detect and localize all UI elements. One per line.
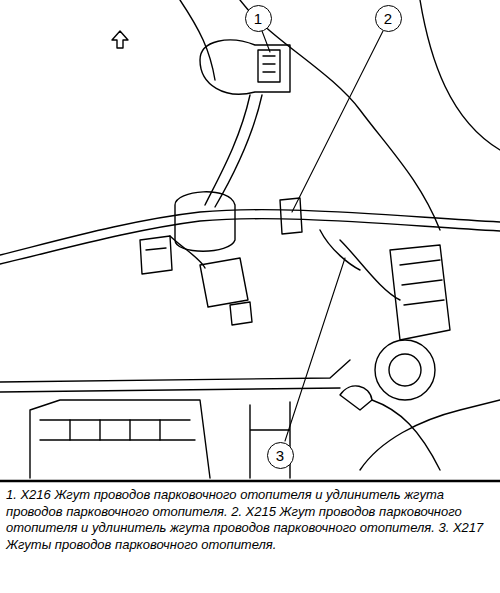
panel-edge xyxy=(420,0,500,150)
plug xyxy=(230,302,252,325)
separator-rule xyxy=(0,480,500,482)
connector-x216 xyxy=(200,40,290,94)
callout-circle: 3 xyxy=(267,442,294,469)
fuse-box xyxy=(40,420,195,440)
connector-x217 xyxy=(400,260,444,305)
connector-x217 xyxy=(340,240,400,300)
figure-caption: 1. X216 Жгут проводов парковочного отопи… xyxy=(6,487,492,553)
leader-line xyxy=(285,258,345,441)
connector-x215 xyxy=(280,198,302,234)
plug xyxy=(170,236,205,268)
callout-circle: 2 xyxy=(375,5,402,32)
leader-line xyxy=(292,31,383,212)
connector-x217 xyxy=(390,245,450,340)
connector-x215 xyxy=(175,192,235,251)
clip xyxy=(340,386,372,410)
panel-edge xyxy=(0,388,340,392)
panel-edge xyxy=(360,400,500,470)
callout-circle: 1 xyxy=(245,5,272,32)
direction-arrow xyxy=(112,31,128,48)
connector-x216 xyxy=(180,0,215,80)
plug xyxy=(200,258,248,307)
fuse-box xyxy=(30,400,210,478)
heater-harness xyxy=(215,95,262,207)
heater-harness xyxy=(0,210,500,255)
plug xyxy=(140,236,172,274)
grommet xyxy=(375,340,435,400)
connector-x215 xyxy=(320,230,360,270)
grommet xyxy=(389,354,421,386)
panel-edge xyxy=(240,0,440,230)
callout-number: 3 xyxy=(276,448,284,463)
leader-line xyxy=(262,31,270,52)
connector-x216 xyxy=(258,50,280,82)
fuse-box xyxy=(70,420,160,440)
wire xyxy=(372,400,440,470)
callout-number: 1 xyxy=(254,11,262,26)
callout-number: 2 xyxy=(384,11,392,26)
heater-harness xyxy=(0,219,500,264)
panel-edge xyxy=(0,360,350,382)
